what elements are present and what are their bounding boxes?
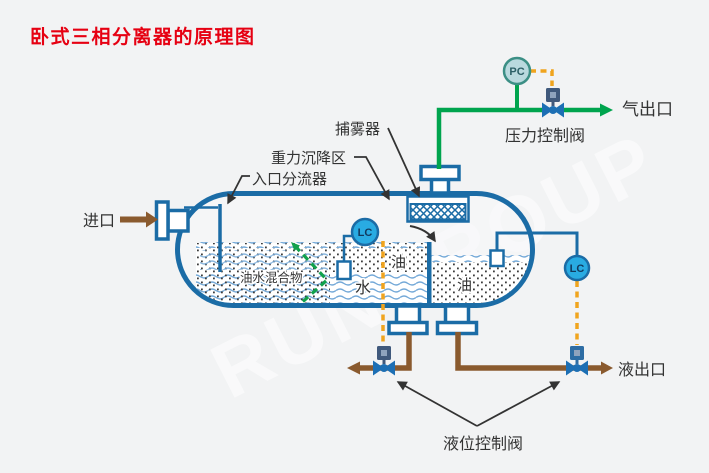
oil-right-label: 油: [457, 277, 472, 294]
level-sensor-left: [336, 260, 352, 281]
level-control-valve-right: [566, 346, 588, 376]
right-compartment-liquid: [431, 255, 530, 303]
mixture-label: 油水混合物: [240, 270, 303, 285]
gravity-zone-label: 重力沉降区: [271, 150, 346, 167]
mist-catcher-label: 捕雾器: [335, 121, 380, 138]
page-title: 卧式三相分离器的原理图: [30, 27, 256, 48]
level-valve-pointer-left: [396, 381, 478, 427]
lc-left-capillary: [342, 234, 352, 261]
pc-label: PC: [509, 66, 524, 78]
pressure-valve-label: 压力控制阀: [505, 127, 585, 145]
settling-trajectory-arrow: [291, 242, 330, 303]
left-compartment-liquid: [196, 242, 427, 303]
oil-left-label: 油: [391, 254, 406, 271]
oil-outlet-arrow: [601, 361, 613, 375]
oil-outlet-line: [455, 332, 613, 375]
inlet-diverter-pointer: [227, 175, 250, 205]
inlet-arrow: [120, 211, 158, 228]
lc-right-label: LC: [570, 263, 585, 275]
gravity-zone-pointer: [354, 156, 390, 201]
level-controller-right: LC: [563, 254, 591, 282]
level-valve-label: 液位控制阀: [443, 435, 523, 453]
water-outlet-nozzle: [387, 304, 429, 336]
water-outlet-arrow: [347, 361, 360, 375]
lc-left-label: LC: [358, 227, 373, 239]
pc-signal-line: [530, 69, 554, 86]
weir-plate: [427, 242, 432, 303]
level-valve-pointer-right: [476, 381, 561, 427]
liquid-outlet-label: 液出口: [618, 361, 666, 379]
level-controller-left: LC: [350, 217, 380, 247]
mist-extractor: [406, 195, 470, 223]
inlet-label: 进口: [83, 212, 115, 230]
gas-outlet-nozzle: [419, 164, 461, 195]
pressure-control-valve: [542, 88, 564, 118]
inlet-nozzle: [154, 200, 190, 241]
level-sensor-right: [489, 249, 505, 268]
mist-catcher-pointer: [387, 127, 421, 198]
weir-overflow-arrow: [409, 225, 436, 243]
lc-right-capillary: [495, 231, 579, 256]
inlet-diverter-label: 入口分流器: [252, 171, 327, 188]
level-control-valve-left: [373, 346, 395, 376]
gas-outlet-arrow: [600, 103, 613, 117]
water-label: 水: [355, 279, 371, 297]
gas-outlet-label: 气出口: [622, 100, 673, 119]
pressure-controller: PC: [502, 56, 532, 86]
